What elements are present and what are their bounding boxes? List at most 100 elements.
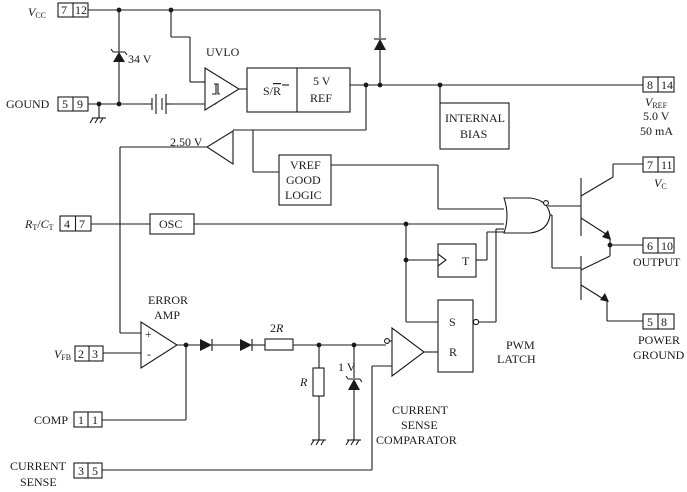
- pin-vc: 7 11 VC: [642, 156, 675, 191]
- pin-vfb-num-a: 2: [78, 347, 84, 361]
- ref-label-1: 5 V: [313, 74, 331, 88]
- sr-ref-block: S/R 5 V REF: [246, 67, 643, 113]
- pin-cs-label-2: SENSE: [20, 475, 57, 489]
- pin-rtct-num-b: 7: [79, 217, 85, 231]
- toggle-flip-flop: T: [437, 231, 504, 278]
- vref-diode: [374, 10, 386, 85]
- ground-icon-zener: [345, 439, 361, 446]
- pin-comp: COMP 1 1: [34, 411, 103, 428]
- output-stage: [580, 163, 643, 322]
- internal-bias-box: [439, 102, 510, 150]
- tff-box: [437, 243, 477, 278]
- error-amp: ERROR AMP + -: [102, 293, 200, 421]
- pin-vfb-num-b: 3: [92, 347, 98, 361]
- pin-vcc: VCC 7 12: [28, 2, 89, 20]
- pin-vc-num-b: 11: [661, 158, 673, 172]
- diode-icon: [374, 39, 386, 50]
- pin-comp-num-a: 1: [78, 413, 84, 427]
- vref-good-logic: VREF GOOD LOGIC: [278, 154, 504, 210]
- diode-1-icon: [200, 339, 212, 351]
- tff-label: T: [462, 254, 470, 268]
- resistor-2r: [264, 338, 294, 351]
- pin-output-num-b: 10: [661, 239, 673, 253]
- pin-vref-value-1: 5.0 V: [643, 109, 670, 123]
- internal-bias: INTERNAL BIAS: [439, 85, 510, 150]
- pin-vref-num-b: 14: [661, 78, 673, 92]
- nor-gate: [503, 197, 551, 234]
- pin-output: 6 10 OUTPUT: [633, 237, 681, 269]
- pin-comp-num-b: 1: [92, 413, 98, 427]
- error-amp-label-2: AMP: [154, 308, 180, 322]
- internal-bias-label-2: BIAS: [460, 127, 487, 141]
- ref-label-2: REF: [310, 91, 332, 105]
- csc-label-3: COMPARATOR: [376, 433, 457, 447]
- pin-vcc-num-b: 12: [75, 3, 87, 17]
- pin-cs-num-a: 3: [78, 464, 84, 478]
- latch-box: [437, 299, 474, 373]
- pin-gound-num-b: 9: [77, 97, 83, 111]
- current-sense-comparator: CURRENT SENSE COMPARATOR: [102, 326, 457, 471]
- pin-cs-label-1: CURRENT: [10, 459, 67, 473]
- pin-pgnd-label-1: POWER: [638, 333, 680, 347]
- pin-vcc-label: VCC: [28, 5, 46, 20]
- csc-triangle: [391, 326, 425, 378]
- ground-icon: [89, 117, 106, 124]
- pin-vc-num-a: 7: [647, 158, 653, 172]
- emitter-arrow-icon-2: [600, 293, 609, 302]
- pin-vc-label: VC: [654, 176, 667, 191]
- pin-gound-num-a: 5: [62, 97, 68, 111]
- pin-pgnd-label-2: GROUND: [633, 348, 685, 362]
- sr-ref-box: [246, 67, 351, 113]
- feedback-divider: 2R R 1 V: [200, 321, 386, 446]
- pin-vref-value-2: 50 mA: [640, 124, 673, 138]
- latch-label-1: PWM: [506, 338, 535, 352]
- vref-good-label-1: VREF: [290, 158, 321, 172]
- ground-icon-r: [310, 439, 326, 446]
- osc-label: OSC: [159, 217, 182, 231]
- clock-icon: [437, 253, 447, 267]
- pin-rtct-label: RT/CT: [24, 217, 54, 232]
- resistor-r: [312, 367, 325, 397]
- uvlo-comparator: [204, 67, 241, 111]
- zener-1v-label: 1 V: [338, 360, 356, 374]
- pin-output-num-a: 6: [647, 239, 653, 253]
- sr-label: S/R: [263, 84, 281, 98]
- error-amp-minus: -: [147, 347, 151, 361]
- pin-vfb-label: VFB: [54, 347, 71, 362]
- zener-34v-label: 34 V: [128, 52, 152, 66]
- diode-2-icon: [240, 339, 252, 351]
- resistor-r-label: R: [299, 375, 308, 389]
- csc-label-1: CURRENT: [392, 403, 449, 417]
- latch-r-label: R: [449, 345, 457, 359]
- emitter-arrow-icon: [602, 230, 611, 240]
- error-amp-plus: +: [145, 327, 152, 341]
- zener-1v-icon: [348, 379, 360, 390]
- pin-gound-label: GOUND: [6, 97, 50, 111]
- pin-vref-label: VREF: [645, 95, 668, 110]
- csc-label-2: SENSE: [401, 418, 438, 432]
- error-amp-triangle: [140, 320, 179, 370]
- resistor-2r-label: 2R: [270, 321, 284, 335]
- pin-rtct: RT/CT 4 7: [24, 215, 92, 232]
- pin-vfb: VFB 2 3: [54, 345, 104, 362]
- uvlo: UVLO: [170, 10, 247, 111]
- hysteresis-icon: [212, 83, 220, 95]
- vref-good-label-2: GOOD: [286, 173, 321, 187]
- vref-good-box: [278, 154, 332, 206]
- pin-vref-num-a: 8: [647, 78, 653, 92]
- zener-34v-icon: [113, 52, 125, 62]
- pin-vcc-num-a: 7: [61, 3, 67, 17]
- internal-bias-label-1: INTERNAL: [445, 111, 505, 125]
- pin-vref: 8 14 VREF 5.0 V 50 mA: [640, 76, 675, 138]
- ref-buffer-amp: [205, 130, 234, 166]
- latch-s-label: S: [449, 315, 456, 329]
- ground-rail: [88, 94, 217, 124]
- oscillator: OSC: [91, 213, 504, 323]
- latch-label-2: LATCH: [497, 352, 536, 366]
- pin-comp-label: COMP: [34, 413, 68, 427]
- pin-cs-num-b: 5: [92, 464, 98, 478]
- error-amp-label-1: ERROR: [148, 293, 188, 307]
- pwm-latch: S R PWM LATCH: [437, 228, 536, 373]
- vref-good-label-3: LOGIC: [285, 188, 322, 202]
